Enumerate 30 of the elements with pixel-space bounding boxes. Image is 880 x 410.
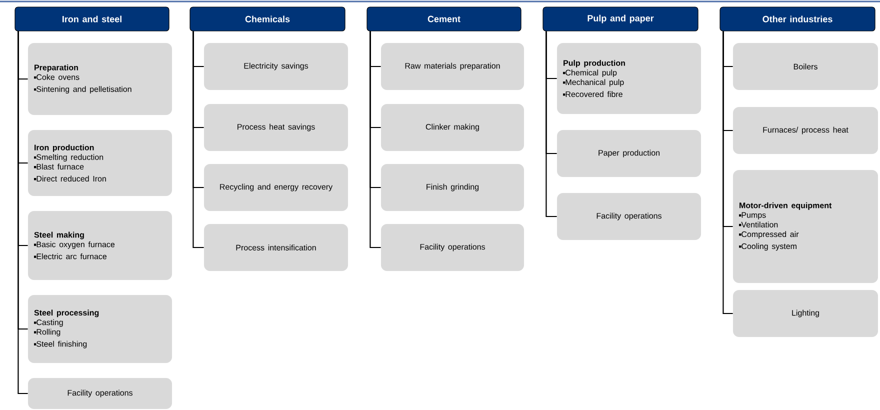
process-box: Process intensification bbox=[204, 224, 348, 271]
process-box: Clinker making bbox=[381, 104, 524, 151]
process-box: Steel making Basic oxygen furnace Electric arc furnace bbox=[28, 211, 172, 280]
process-box: Pulp production Chemical pulp Mechanical pulp Recovered fibre bbox=[557, 43, 701, 114]
connector-line bbox=[370, 31, 381, 248]
process-box: Steel processing Casting Rolling Steel finishing bbox=[28, 295, 172, 363]
header-box: Pulp and paper bbox=[542, 6, 698, 32]
process-box: Recycling and energy recovery bbox=[204, 164, 348, 211]
process-box: Facility operations bbox=[28, 378, 172, 409]
process-box: Lighting bbox=[733, 290, 878, 337]
process-box: Furnaces/ process heat bbox=[733, 107, 878, 154]
header-box: Cement bbox=[366, 6, 522, 32]
connector-line bbox=[546, 31, 557, 218]
process-box: Boilers bbox=[733, 43, 878, 90]
process-box: Finish grinding bbox=[381, 164, 524, 211]
process-box: Process heat savings bbox=[204, 104, 348, 151]
process-box: Raw materials preparation bbox=[381, 43, 524, 90]
process-box: Facility operations bbox=[557, 193, 701, 240]
connector-line bbox=[18, 31, 28, 394]
process-box: Motor-driven equipment Pumps Ventilation Compressed air Cooling system bbox=[733, 170, 878, 283]
header-box: Chemicals bbox=[190, 6, 346, 32]
connector-line bbox=[192, 31, 204, 248]
process-box: Electricity savings bbox=[204, 43, 348, 90]
connector-line bbox=[722, 31, 733, 314]
process-box: Iron production Smelting reduction Blast furnace Direct reduced Iron bbox=[28, 130, 172, 196]
header-box: Other industries bbox=[720, 6, 876, 32]
process-box: Paper production bbox=[557, 130, 701, 177]
process-box: Facility operations bbox=[381, 224, 524, 271]
process-box: Preparation Coke ovens Sintening and pelletisation bbox=[28, 43, 172, 115]
header-box: Iron and steel bbox=[14, 6, 170, 32]
